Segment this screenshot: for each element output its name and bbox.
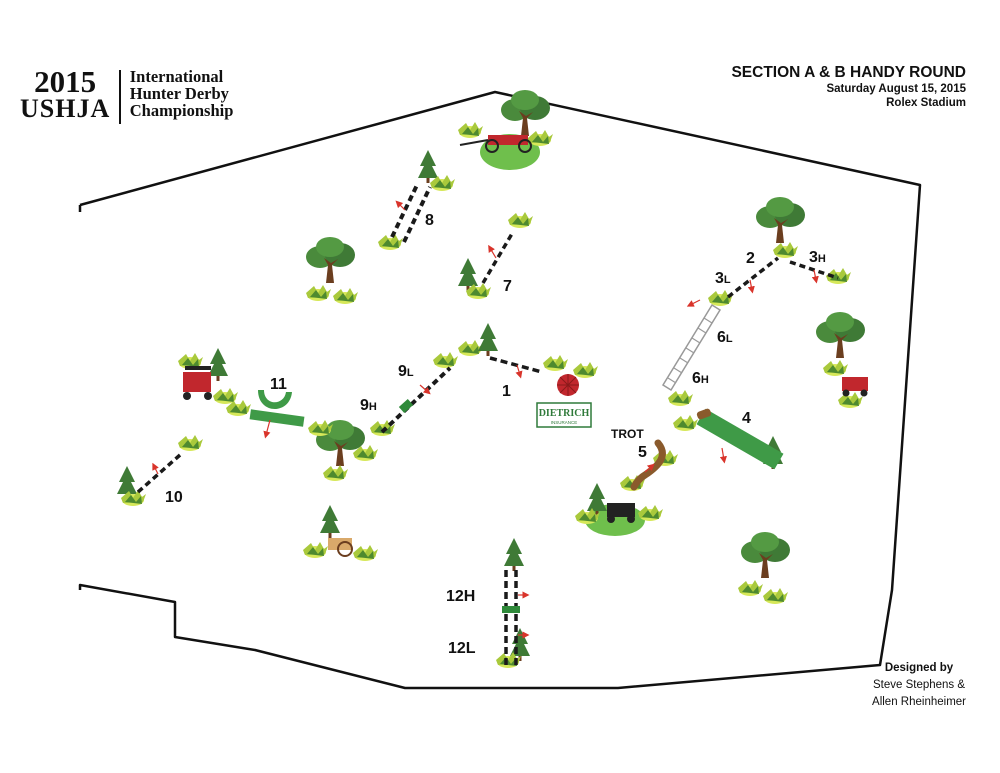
tree-cluster-left-oak (306, 237, 358, 304)
tree-cluster-center-oak (308, 420, 378, 481)
fence-label-12h: 12H (446, 588, 475, 605)
golf-cart-trot-icon (607, 503, 635, 523)
designer-line1: Steve Stephens & (872, 679, 966, 691)
sponsor-sign: DIETRICH INSURANCE (536, 402, 592, 428)
fence-label-5: 5 (638, 444, 647, 461)
logo-event-line3: Championship (129, 101, 234, 120)
fence-label-3: 3H (809, 249, 826, 266)
fence-label-1: 1 (502, 383, 511, 400)
tree-cluster-right-bottom (738, 532, 790, 604)
fence-label-2: 2 (746, 250, 755, 267)
fence-label-6h-num: 6 (692, 370, 701, 387)
fence-9-and-1 (370, 323, 543, 436)
fence-label-6l-sub: L (726, 333, 733, 345)
fence-8 (378, 150, 455, 250)
designer-label: Designed by (884, 662, 954, 674)
designer-line2: Allen Rheinheimer (872, 696, 966, 708)
fence-5-log (620, 439, 678, 491)
fence-label-6h-sub: H (701, 374, 709, 386)
fence-label-3l-sub: L (724, 274, 731, 286)
fence-label-3l-num: 3 (715, 270, 724, 287)
fence-4-hedge (673, 408, 784, 470)
fence-6-ladder (661, 299, 722, 406)
fence-12 (496, 538, 530, 668)
sponsor-name: DIETRICH (539, 408, 590, 419)
fence-label-9l: 9L (398, 363, 414, 380)
trot-label: TROT (611, 427, 644, 441)
fence-label-8: 8 (425, 212, 434, 229)
logo-year-block: 2015 USHJA (20, 64, 111, 123)
fence-label-4: 4 (742, 410, 751, 427)
designer-credits: Designed by Steve Stephens & Allen Rhein… (872, 660, 966, 711)
fence-label-6l: 6L (717, 329, 733, 346)
tree-cluster-trot (575, 483, 663, 536)
course-venue: Rolex Stadium (886, 97, 966, 109)
fence-11 (226, 390, 305, 439)
logo-divider (119, 70, 121, 124)
logo-org: USHJA (20, 94, 111, 123)
fence-label-3-num: 3 (809, 249, 818, 266)
carriage-icon (459, 135, 532, 153)
fence-7 (458, 212, 533, 299)
fence-label-3-sub: H (818, 253, 826, 265)
sponsor-tagline: INSURANCE (551, 420, 578, 425)
logo-event-name: International Hunter Derby Championship (130, 68, 234, 119)
fence-label-9h-sub: H (369, 401, 377, 413)
tree-cluster-right-top (756, 197, 851, 284)
fence-label-9h-num: 9 (360, 397, 369, 414)
fence-10 (117, 435, 203, 506)
course-title: SECTION A & B HANDY ROUND (731, 64, 966, 81)
fence-label-6l-num: 6 (717, 329, 726, 346)
course-date: Saturday August 15, 2015 (826, 83, 966, 95)
tree-cluster-1-flowers (543, 355, 598, 396)
fence-label-3l: 3L (715, 270, 731, 287)
fence-label-12l: 12L (448, 640, 476, 657)
golf-cart-right-icon (842, 377, 868, 397)
tree-cluster-bottom-left (303, 505, 378, 561)
logo-year: 2015 (34, 64, 97, 99)
fence-label-9l-num: 9 (398, 363, 407, 380)
course-header: SECTION A & B HANDY ROUND Saturday Augus… (731, 64, 966, 110)
logo-event-line1: International (129, 67, 224, 86)
golf-cart-icon (183, 366, 212, 400)
fence-label-11: 11 (270, 376, 287, 393)
fence-label-7: 7 (503, 278, 512, 295)
fence-label-10: 10 (165, 489, 183, 506)
arena-border (78, 90, 922, 690)
event-logo: 2015 USHJA International Hunter Derby Ch… (20, 64, 234, 124)
fence-label-9h: 9H (360, 397, 377, 414)
fence-label-9l-sub: L (407, 367, 414, 379)
tree-cluster-right-mid (816, 312, 868, 408)
tree-cluster-carriage-left (178, 348, 238, 404)
fence-label-6h: 6H (692, 370, 709, 387)
fence-2-3 (708, 256, 839, 306)
tree-cluster-top (458, 90, 553, 170)
logo-event-line2: Hunter Derby (129, 84, 229, 103)
wagon-icon (328, 538, 353, 557)
